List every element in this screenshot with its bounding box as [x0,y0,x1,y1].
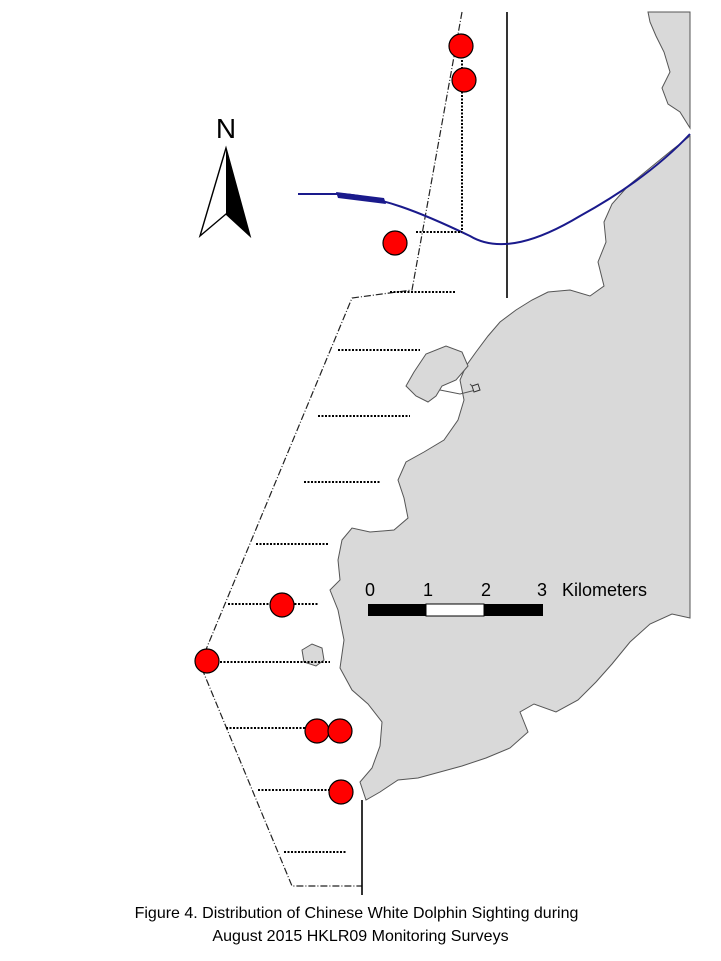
bridge-alignment [298,133,691,246]
sighting-marker [382,230,408,256]
scale-segment-2-3 [484,604,543,616]
sighting-marker [269,592,295,618]
north-arrow: N [198,113,252,239]
sighting-marker [304,718,330,744]
sighting-marker [327,718,353,744]
scale-bar: 0 1 2 3 Kilometers [365,580,647,617]
scale-tick-1: 1 [423,580,433,600]
scale-segment-1-2 [425,603,485,617]
land-island-north [647,11,691,130]
bridge-alignment-thick [336,192,386,204]
sighting-marker [448,33,474,59]
sighting-marker [451,67,477,93]
north-label: N [216,113,236,144]
land-mainland [329,134,691,801]
land-rock [471,383,481,393]
survey-map: N 0 1 2 3 Kilometers [194,11,691,895]
scale-tick-2: 2 [481,580,491,600]
sighting-marker [194,648,220,674]
scale-tick-3: 3 [537,580,547,600]
figure-caption-line-1: Figure 4. Distribution of Chinese White … [134,905,579,922]
sighting-marker [328,779,354,805]
dolphin-sightings [194,33,477,805]
scale-tick-0: 0 [365,580,375,600]
land-small-island [405,345,469,403]
scale-unit: Kilometers [562,580,647,600]
scale-segment-0-1 [368,604,426,616]
north-arrow-shade [226,150,250,236]
survey-area-boundary [199,11,463,887]
figure-caption-line-2: August 2015 HKLR09 Monitoring Surveys [212,928,509,945]
